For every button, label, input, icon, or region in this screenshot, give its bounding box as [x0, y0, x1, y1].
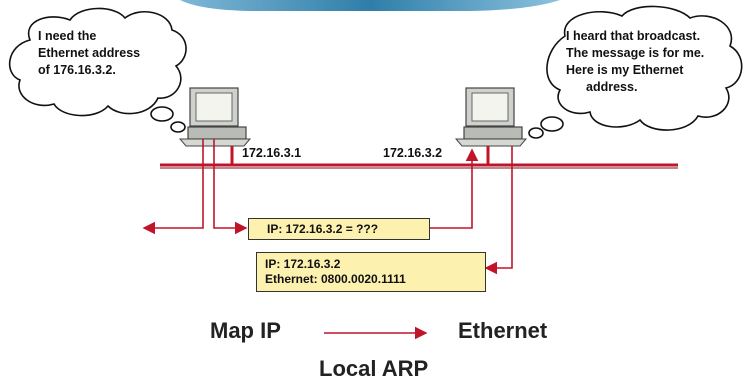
request-to-packet-arrow	[213, 139, 248, 235]
arp-request-text: IP: 172.16.3.2 = ???	[267, 222, 379, 236]
left-bubble-text: I need the Ethernet address of 176.16.3.…	[38, 29, 141, 77]
header-band	[180, 0, 560, 11]
left-thought-cloud	[8, 7, 187, 133]
arp-reply-ip: IP: 172.16.3.2	[265, 257, 341, 271]
right-host-ip: 172.16.3.2	[383, 146, 443, 160]
broadcast-left-arrow	[142, 139, 204, 235]
left-computer-icon	[178, 87, 252, 147]
left-host-ip: 172.16.3.1	[242, 146, 302, 160]
arp-request-packet: IP: 172.16.3.2 = ???	[248, 218, 430, 240]
right-bubble-text: I heard that broadcast. The message is f…	[566, 29, 705, 94]
right-thought-cloud	[528, 5, 743, 139]
arp-reply-ethernet: Ethernet: 0800.0020.1111	[265, 272, 406, 286]
reply-arrow	[484, 146, 513, 275]
right-computer-icon	[454, 87, 528, 147]
arp-reply-packet: IP: 172.16.3.2 Ethernet: 0800.0020.1111	[256, 252, 486, 292]
caption: Local ARP	[319, 356, 429, 381]
map-ip-label: Map IP	[210, 318, 281, 343]
request-to-right-host-arrow	[430, 148, 479, 229]
ethernet-label: Ethernet	[458, 318, 548, 343]
